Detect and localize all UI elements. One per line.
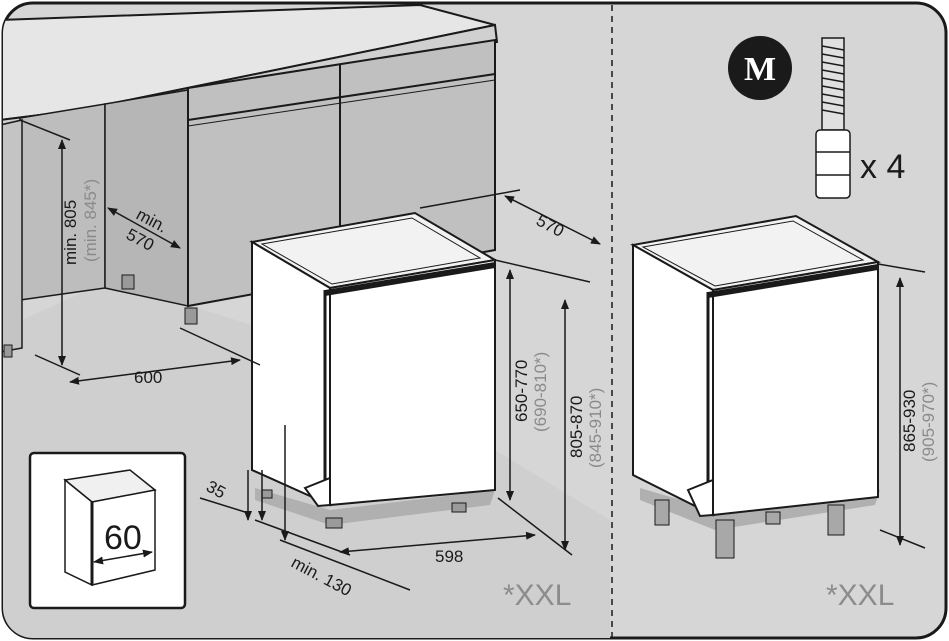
model-badge [728,36,792,100]
adjustable-foot-icon [815,37,851,199]
dimension-lines-right [877,263,926,549]
badge-letter: M [744,51,776,88]
label-min-845: (min. 845*) [81,179,100,262]
label-690-810: (690-810*) [531,352,550,432]
dimension-lines-left [19,119,601,591]
width-inset [28,451,187,610]
label-xxl-right: *XXL [826,579,894,612]
label-905-970: (905-970*) [919,382,938,462]
label-865-930: 865-930 [900,390,919,452]
label-805-870: 805-870 [567,396,586,458]
dishwasher-left [249,211,498,529]
label-845-910: (845-910*) [586,388,605,468]
label-xxl-left: *XXL [503,579,571,612]
leg-right-3 [827,504,845,536]
leg-right-2 [715,519,735,559]
leg-right-1 [654,499,670,526]
label-650-770: 650-770 [512,360,531,422]
label-width-60: 60 [104,519,142,557]
label-600: 600 [134,368,162,387]
label-598: 598 [435,547,463,566]
label-quantity: x 4 [860,148,905,186]
dishwasher-right [630,214,881,559]
label-min-805: min. 805 [61,200,80,265]
